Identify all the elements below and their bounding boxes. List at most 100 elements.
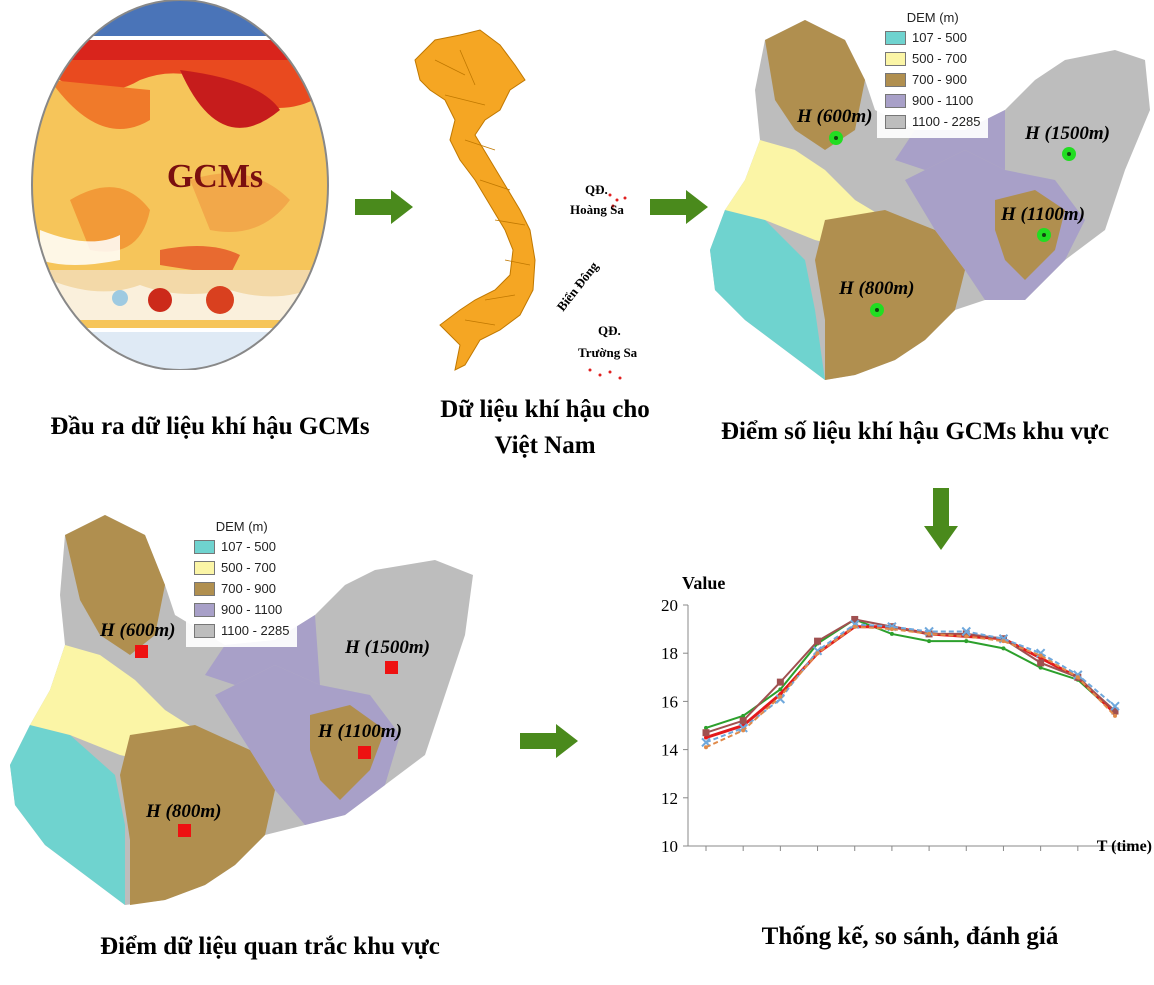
chart-data-point: [1001, 639, 1006, 644]
gcm-station-label-800: H (800m): [838, 278, 914, 299]
chart-y-tick-label: 20: [661, 596, 678, 615]
dem-map-gcm: H (600m) H (1500m) H (1100m) H (800m): [710, 20, 1150, 380]
chart-x-tick-label: 4: [813, 854, 822, 855]
chart-x-tick-label: 2: [739, 854, 748, 855]
dem-swatch: [885, 30, 906, 45]
gcm-globe-label: GCMs: [167, 158, 263, 195]
chart-axes: 101214161820123456789101112: [661, 596, 1135, 855]
vietnam-map: QĐ. Hoàng Sa QĐ. Trường Sa Biển Đông: [414, 29, 638, 380]
chart-data-point: [738, 723, 748, 733]
chart-data-point: [889, 631, 894, 636]
dem-legend-bottom: DEM (m) 107 - 500 500 - 700 700 - 900 90…: [186, 515, 298, 647]
chart-x-tick-label: 6: [888, 854, 897, 855]
arrow-down: [924, 488, 958, 550]
chart-data-point: [1037, 659, 1045, 667]
chart-y-axis-label: Value: [682, 573, 725, 593]
chart-series-line: [705, 625, 1117, 739]
chart-data-point: [778, 687, 783, 692]
chart-y-tick-label: 12: [661, 789, 678, 808]
chart-y-tick-label: 18: [661, 644, 678, 663]
dem-swatch: [194, 581, 215, 596]
chart-data-point: [927, 631, 932, 636]
dem-legend-title: DEM (m): [215, 519, 268, 534]
gcm-station-label-600: H (600m): [796, 106, 872, 127]
arrow-right-2: [650, 190, 708, 224]
dem-legend-row: 700 - 900: [194, 578, 289, 599]
chart-data-point: [964, 639, 969, 644]
chart-x-tick-label: 12: [1107, 854, 1124, 855]
chart-data-point: [1038, 653, 1043, 658]
obs-station-label-800: H (800m): [145, 801, 221, 822]
east-sea-label: Biển Đông: [554, 258, 602, 313]
dem-legend-label: 900 - 1100: [221, 602, 283, 617]
chart-y-tick-label: 14: [661, 741, 679, 760]
dem-legend-row: 1100 - 2285: [194, 620, 289, 641]
chart-series-line: [705, 618, 1116, 734]
chart-data-point: [741, 728, 746, 733]
chart-data-point: [1073, 670, 1083, 680]
chart-series-line: [705, 618, 1116, 729]
dem-legend-row: 900 - 1100: [885, 90, 980, 111]
chart-x-tick-label: 5: [850, 854, 859, 855]
dem-swatch: [885, 51, 906, 66]
chart-data-point: [815, 651, 820, 656]
dem-swatch: [885, 114, 906, 129]
chart-data-point: [1110, 701, 1120, 711]
chart-data-point: [741, 713, 746, 718]
chart-data-point: [1035, 648, 1046, 658]
chart-data-point: [704, 745, 708, 750]
arrow-right-1: [355, 190, 413, 224]
dem-legend-row: 500 - 700: [885, 48, 980, 69]
arrow-right-3: [520, 724, 578, 758]
chart-series-line: [705, 623, 1116, 744]
dem-legend-label: 1100 - 2285: [912, 114, 981, 129]
chart-data-point: [702, 729, 710, 737]
dem-legend-row: 107 - 500: [194, 536, 289, 557]
chart-data-point: [851, 615, 859, 623]
chart-series-line: [705, 625, 1116, 749]
dem-legend-label: 107 - 500: [221, 539, 276, 554]
caption-gcm-output: Đầu ra dữ liệu khí hậu GCMs: [50, 413, 370, 440]
chart-data-point: [961, 626, 971, 637]
dem-legend-label: 1100 - 2285: [221, 623, 290, 638]
chart-data-point: [962, 630, 970, 638]
obs-station-label-1100: H (1100m): [317, 721, 402, 742]
dem-swatch: [194, 623, 215, 638]
dem-legend-row: 900 - 1100: [194, 599, 289, 620]
dem-swatch: [885, 93, 906, 108]
dem-swatch: [885, 72, 906, 87]
caption-vn-data-line2: Việt Nam: [494, 432, 596, 459]
dem-swatch: [194, 560, 215, 575]
gcm-station-label-1500: H (1500m): [1024, 123, 1110, 144]
chart-data-point: [1001, 646, 1006, 651]
chart-x-tick-label: 11: [1070, 854, 1086, 855]
chart-data-point: [775, 694, 786, 704]
dem-legend-label: 700 - 900: [221, 581, 276, 596]
chart-data-point: [778, 694, 783, 699]
chart-series-group: [701, 615, 1120, 750]
chart-y-tick-label: 10: [661, 837, 678, 855]
chart-x-tick-label: 7: [925, 854, 934, 855]
chart-x-axis-label: T (time): [1097, 838, 1152, 855]
dem-legend-label: 500 - 700: [221, 560, 276, 575]
chart-x-tick-label: 10: [1032, 854, 1049, 855]
caption-gcm-points: Điểm số liệu khí hậu GCMs khu vực: [721, 418, 1109, 445]
chart-data-point: [1038, 665, 1043, 670]
gcm-globe: GCMs: [31, 0, 329, 370]
dem-legend-label: 500 - 700: [912, 51, 967, 66]
chart-y-tick-label: 16: [661, 692, 678, 711]
caption-observed-points: Điểm dữ liệu quan trắc khu vực: [100, 933, 440, 960]
chart-x-tick-label: 3: [776, 854, 785, 855]
caption-statistics: Thống kế, so sánh, đánh giá: [761, 923, 1059, 950]
gcm-station-label-1100: H (1100m): [1000, 204, 1085, 225]
paracel-label: QĐ.: [585, 182, 608, 197]
chart-x-tick-label: 1: [702, 854, 711, 855]
chart-data-point: [964, 634, 969, 639]
chart-data-point: [814, 637, 822, 645]
spratly-name: Trường Sa: [578, 345, 638, 360]
chart-data-point: [927, 639, 932, 644]
chart-data-point: [704, 735, 708, 740]
chart-data-point: [1075, 675, 1080, 680]
caption-vn-data-line1: Dữ liệu khí hậu cho: [440, 396, 650, 423]
dem-legend-row: 1100 - 2285: [885, 111, 980, 132]
